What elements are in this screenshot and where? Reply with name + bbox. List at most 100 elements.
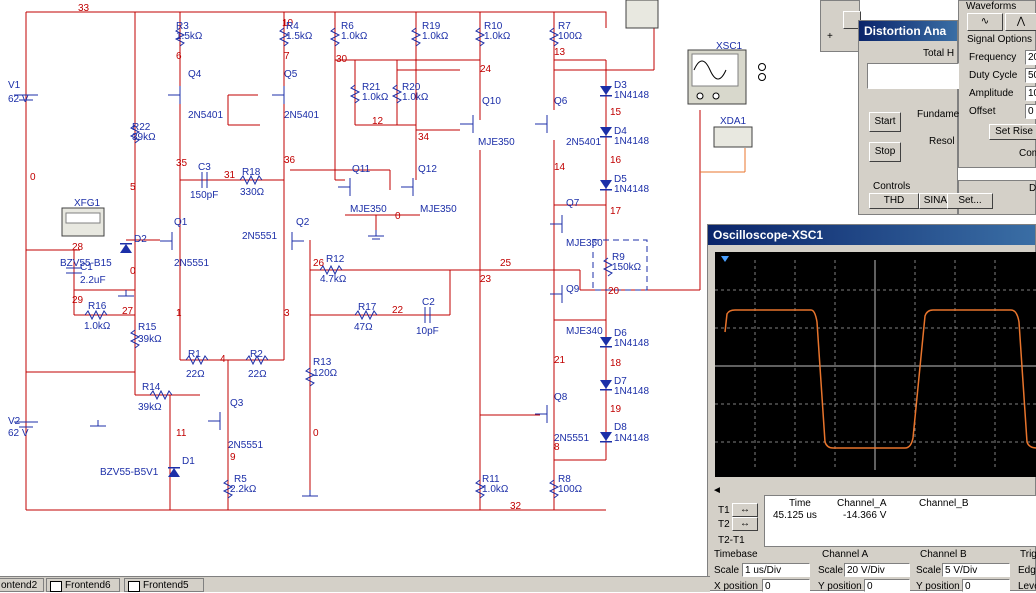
tab-frontend2[interactable]: ontend2 bbox=[0, 578, 44, 592]
component-label-xfg1[interactable]: XFG1 bbox=[74, 198, 101, 209]
component-label-q9t[interactable]: MJE340 bbox=[566, 326, 603, 337]
amplitude-field[interactable]: 10 bbox=[1025, 86, 1036, 101]
component-label-r15[interactable]: R15 bbox=[138, 322, 157, 333]
component-label-d2t[interactable]: BZV55-B15 bbox=[60, 258, 112, 269]
t1-cursor-button[interactable]: ↔ bbox=[732, 503, 758, 517]
channel-b-ypos-field[interactable]: 0 bbox=[962, 579, 1010, 592]
set-button[interactable]: Set... bbox=[947, 193, 993, 209]
component-label-q1[interactable]: Q1 bbox=[174, 217, 188, 228]
distortion-analyzer-window[interactable]: Distortion Ana Total H Fundame Start Res… bbox=[858, 20, 959, 215]
component-label-q6t[interactable]: 2N5401 bbox=[566, 137, 601, 148]
channel-b-scale-field[interactable]: 5 V/Div bbox=[942, 563, 1010, 577]
component-label-q2t[interactable]: 2N5551 bbox=[242, 231, 277, 242]
stop-button[interactable]: Stop bbox=[869, 142, 901, 162]
component-label-d6t[interactable]: 1N4148 bbox=[614, 338, 649, 349]
component-label-r14[interactable]: R14 bbox=[142, 382, 161, 393]
start-button[interactable]: Start bbox=[869, 112, 901, 132]
component-label-d7t[interactable]: 1N4148 bbox=[614, 386, 649, 397]
component-label-c1v[interactable]: 2.2uF bbox=[80, 275, 106, 286]
component-label-r14v[interactable]: 39kΩ bbox=[138, 402, 162, 413]
component-label-v2v[interactable]: 62 V bbox=[8, 428, 29, 439]
component-label-r5[interactable]: R5 bbox=[234, 474, 247, 485]
component-label-d1[interactable]: D1 bbox=[182, 456, 195, 467]
component-label-r13v[interactable]: 120Ω bbox=[313, 368, 338, 379]
component-label-v2[interactable]: V2 bbox=[8, 416, 21, 427]
function-generator-panel[interactable]: Waveforms ∿ ⋀ Signal Options Frequency 2… bbox=[958, 0, 1036, 168]
component-label-r20v[interactable]: 1.0kΩ bbox=[402, 92, 429, 103]
component-label-r1[interactable]: R1 bbox=[188, 349, 201, 360]
component-label-r16v[interactable]: 1.0kΩ bbox=[84, 321, 111, 332]
channel-a-ypos-field[interactable]: 0 bbox=[864, 579, 910, 592]
component-label-q9[interactable]: Q9 bbox=[566, 284, 580, 295]
component-label-r19v[interactable]: 1.0kΩ bbox=[422, 31, 449, 42]
component-label-q12t[interactable]: MJE350 bbox=[420, 204, 457, 215]
oscilloscope-window[interactable]: Oscilloscope-XSC1 ◄ T1 ↔ T2 ↔ T2-T1 Time… bbox=[707, 224, 1036, 592]
component-label-c3[interactable]: C3 bbox=[198, 162, 211, 173]
component-label-d3[interactable]: D3 bbox=[614, 80, 627, 91]
component-label-r17v[interactable]: 47Ω bbox=[354, 322, 373, 333]
component-label-r21[interactable]: R21 bbox=[362, 82, 381, 93]
component-label-q11[interactable]: Q11 bbox=[352, 164, 371, 175]
component-label-r4[interactable]: R4 bbox=[286, 21, 299, 32]
component-label-r8[interactable]: R8 bbox=[558, 474, 571, 485]
component-label-q10[interactable]: Q10 bbox=[482, 96, 501, 107]
component-label-r11[interactable]: R11 bbox=[482, 474, 500, 485]
component-label-r10v[interactable]: 1.0kΩ bbox=[484, 31, 511, 42]
component-label-r4v[interactable]: 1.5kΩ bbox=[286, 31, 313, 42]
frequency-field[interactable]: 20 bbox=[1025, 50, 1036, 65]
channel-a-scale-field[interactable]: 20 V/Div bbox=[844, 563, 910, 577]
component-label-q6[interactable]: Q6 bbox=[554, 96, 568, 107]
component-label-r22[interactable]: R22 bbox=[132, 122, 151, 133]
component-label-xsc1[interactable]: XSC1 bbox=[716, 41, 743, 52]
component-label-r2v[interactable]: 22Ω bbox=[248, 369, 267, 380]
component-label-r18v[interactable]: 330Ω bbox=[240, 187, 265, 198]
component-label-d3t[interactable]: 1N4148 bbox=[614, 90, 649, 101]
component-label-d4t[interactable]: 1N4148 bbox=[614, 136, 649, 147]
component-label-r3v[interactable]: 1.5kΩ bbox=[176, 31, 203, 42]
component-label-q7t[interactable]: MJE350 bbox=[566, 238, 603, 249]
component-label-c2[interactable]: C2 bbox=[422, 297, 435, 308]
component-label-q7[interactable]: Q7 bbox=[566, 198, 580, 209]
component-label-v1v[interactable]: 62 V bbox=[8, 94, 29, 105]
component-label-q5t[interactable]: 2N5401 bbox=[284, 110, 319, 121]
component-label-r20[interactable]: R20 bbox=[402, 82, 421, 93]
thd-button[interactable]: THD bbox=[869, 193, 919, 209]
component-label-r10[interactable]: R10 bbox=[484, 21, 503, 32]
component-label-v1[interactable]: V1 bbox=[8, 80, 21, 91]
component-label-r9[interactable]: R9 bbox=[612, 252, 625, 263]
component-label-r18[interactable]: R18 bbox=[242, 167, 261, 178]
component-label-d2[interactable]: D2 bbox=[134, 234, 147, 245]
component-label-r13[interactable]: R13 bbox=[313, 357, 332, 368]
component-label-q8[interactable]: Q8 bbox=[554, 392, 568, 403]
component-label-c1[interactable]: C1 bbox=[80, 262, 93, 273]
component-label-c2v[interactable]: 10pF bbox=[416, 326, 439, 337]
component-label-r3[interactable]: R3 bbox=[176, 21, 189, 32]
component-label-d6[interactable]: D6 bbox=[614, 328, 627, 339]
triangle-wave-button[interactable]: ⋀ bbox=[1005, 13, 1036, 31]
component-label-r6[interactable]: R6 bbox=[341, 21, 354, 32]
component-label-d8t[interactable]: 1N4148 bbox=[614, 433, 649, 444]
component-label-r21v[interactable]: 1.0kΩ bbox=[362, 92, 389, 103]
tab-frontend6[interactable]: Frontend6 bbox=[46, 578, 120, 592]
xda1-instrument[interactable] bbox=[713, 126, 753, 148]
component-label-r15v[interactable]: 39kΩ bbox=[138, 334, 162, 345]
offset-field[interactable]: 0 bbox=[1025, 104, 1036, 119]
component-label-q1t[interactable]: 2N5551 bbox=[174, 258, 209, 269]
component-label-q11t[interactable]: MJE350 bbox=[350, 204, 387, 215]
component-label-r12[interactable]: R12 bbox=[326, 254, 345, 265]
probe-instrument[interactable] bbox=[625, 0, 659, 29]
duty-cycle-field[interactable]: 50 bbox=[1025, 68, 1036, 83]
component-label-r17[interactable]: R17 bbox=[358, 302, 377, 313]
component-label-r8v[interactable]: 100Ω bbox=[558, 484, 583, 495]
component-label-q5[interactable]: Q5 bbox=[284, 69, 298, 80]
component-label-r7v[interactable]: 100Ω bbox=[558, 31, 583, 42]
timebase-scale-field[interactable]: 1 us/Div bbox=[742, 563, 810, 577]
component-label-d8[interactable]: D8 bbox=[614, 422, 627, 433]
component-label-r16[interactable]: R16 bbox=[88, 301, 107, 312]
component-label-r6v[interactable]: 1.0kΩ bbox=[341, 31, 368, 42]
t2-cursor-button[interactable]: ↔ bbox=[732, 517, 758, 531]
component-label-q3t[interactable]: 2N5551 bbox=[228, 440, 263, 451]
component-label-q10t[interactable]: MJE350 bbox=[478, 137, 515, 148]
component-label-c3v[interactable]: 150pF bbox=[190, 190, 218, 201]
component-label-r19[interactable]: R19 bbox=[422, 21, 441, 32]
